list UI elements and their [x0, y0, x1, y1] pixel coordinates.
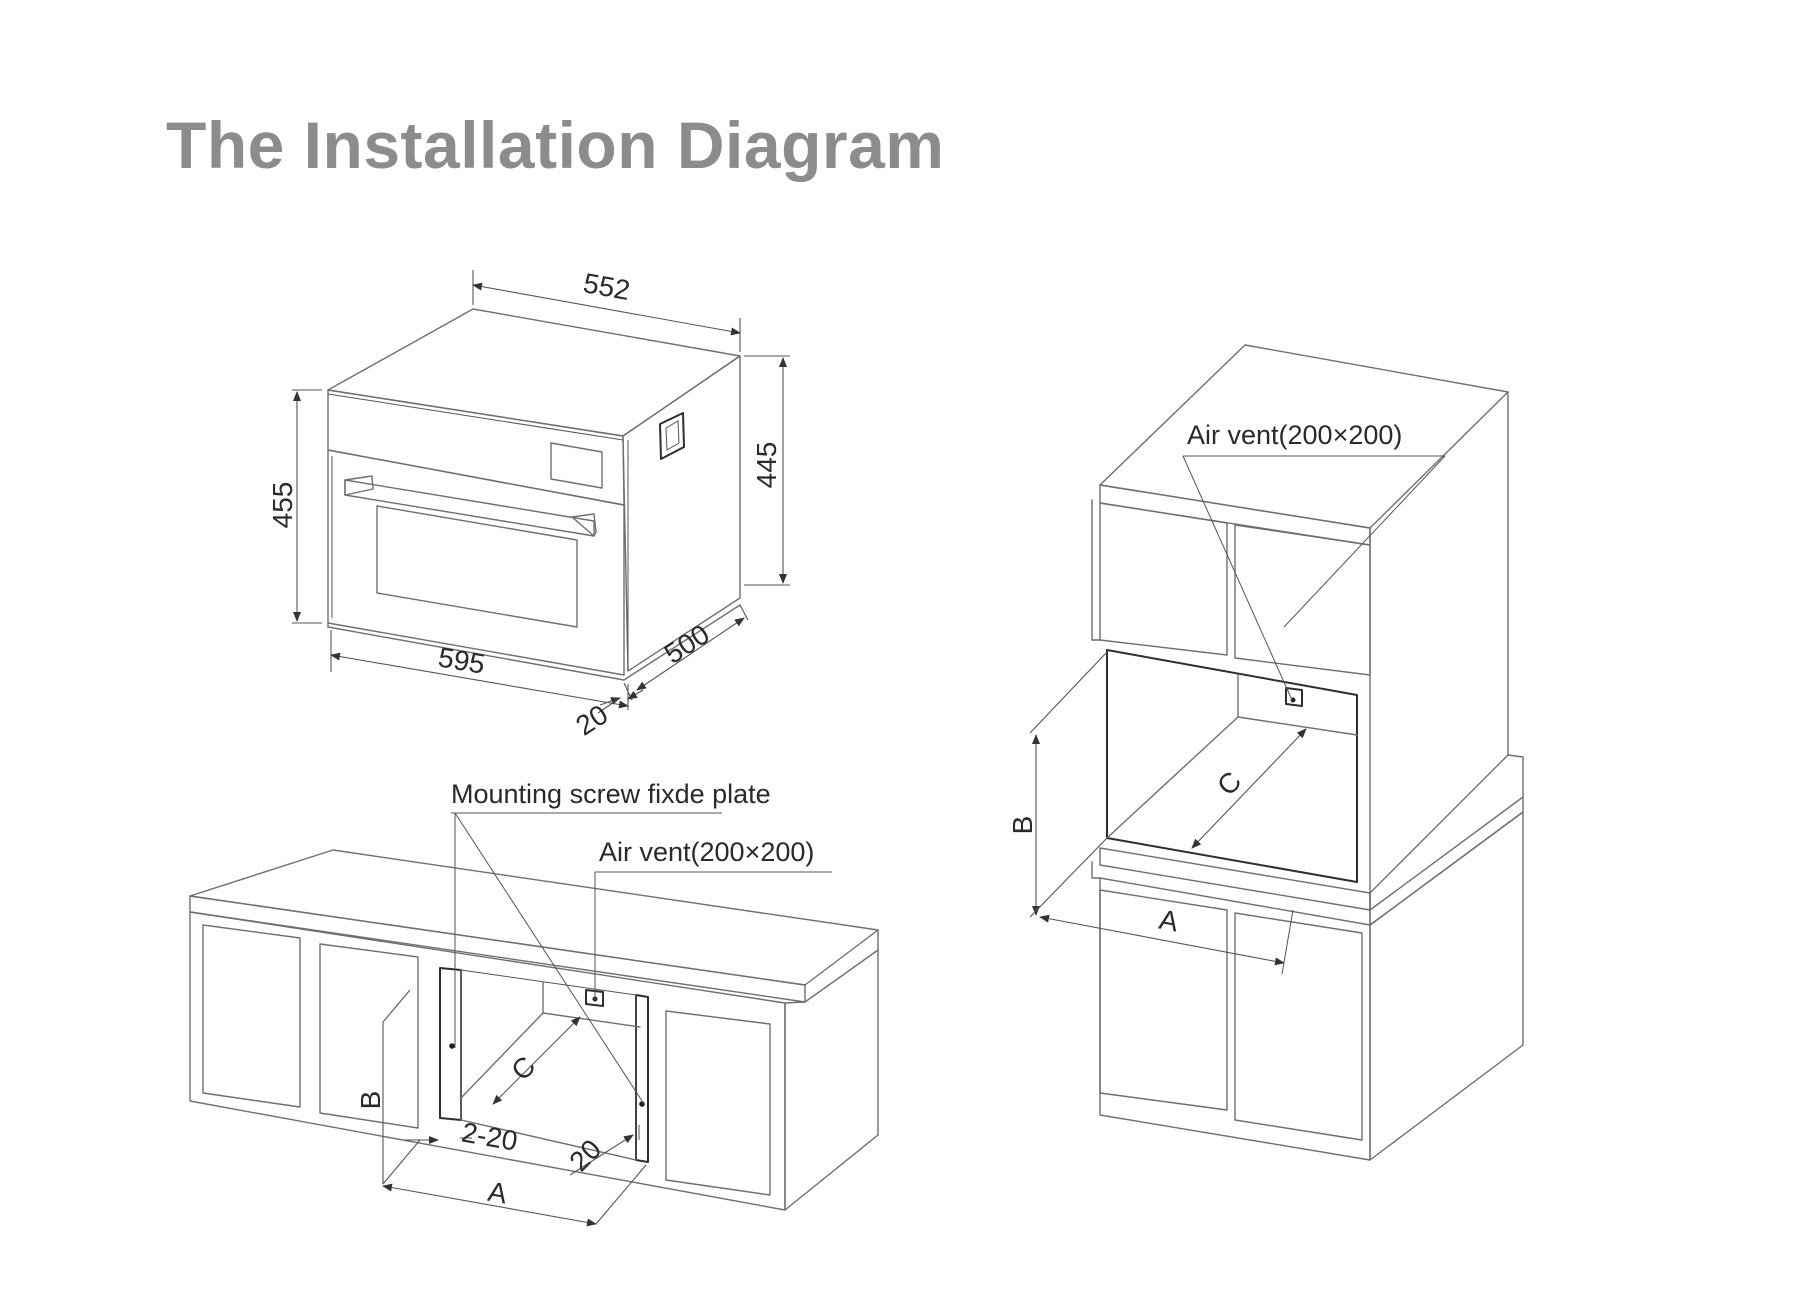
dim-label-20: 20 [570, 699, 613, 742]
mounting-screw [449, 1043, 455, 1049]
counter-air-vent-label: Air vent(200×200) [599, 837, 814, 867]
oven-handle [344, 479, 595, 537]
tall-dim-line-a [1039, 914, 1285, 966]
oven-side [622, 355, 741, 672]
counter-callouts: Mounting screw fixde plate Air vent(200×… [451, 779, 832, 1105]
counter-air-vent [585, 989, 604, 1007]
tall-air-vent [1285, 687, 1303, 707]
tall-callouts: Air vent(200×200) [1182, 420, 1446, 975]
tall-dimensions: B A C [1007, 651, 1307, 966]
counter-dim-a: A [486, 1176, 510, 1210]
cabinet-door [319, 943, 419, 1129]
tall-base-side [1369, 811, 1524, 1161]
tall-lower-door [1234, 912, 1363, 1141]
tall-cabinet-drawing [1091, 344, 1524, 1161]
oven-window [376, 505, 578, 628]
counter-dim-line-a [382, 1183, 597, 1227]
mounting-plate-label: Mounting screw fixde plate [451, 779, 771, 809]
tall-dim-b: B [1007, 816, 1038, 835]
dim-line-595 [330, 652, 629, 709]
cabinet-front [189, 911, 786, 1211]
tall-dim-a: A [1157, 904, 1181, 938]
counter-dim-b: B [355, 1091, 386, 1110]
counter-cabinet-drawing [189, 849, 879, 1211]
counter-dim-line-c [492, 1016, 581, 1105]
tall-lower-door [1099, 889, 1228, 1111]
dim-label-455: 455 [267, 482, 298, 529]
tall-upper-door [1234, 524, 1371, 676]
tall-dim-line-c [1191, 728, 1307, 849]
tall-air-vent-label: Air vent(200×200) [1187, 420, 1402, 450]
counter-dim-c: C [505, 1050, 541, 1086]
dim-label-552: 552 [581, 267, 632, 306]
counter-gap-side: 2-20 [459, 1117, 520, 1157]
tall-upper-door [1099, 502, 1228, 656]
oven-top [327, 308, 741, 437]
oven-mount-bracket [659, 412, 685, 460]
cabinet-side [784, 949, 879, 1211]
dim-line-552 [472, 282, 741, 336]
dim-line-500 [636, 617, 745, 691]
oven-display [550, 442, 603, 489]
oven-drawing [327, 308, 741, 681]
cabinet-door [202, 924, 301, 1108]
oven-dimensions: 552 455 445 595 500 20 [267, 267, 790, 742]
tall-oven-cavity [1106, 649, 1358, 883]
cabinet-door [665, 1010, 771, 1196]
page-title: The Installation Diagram [166, 108, 945, 182]
dim-label-445: 445 [751, 442, 782, 489]
counter-dimensions: B A C 2-20 20 [355, 989, 647, 1227]
